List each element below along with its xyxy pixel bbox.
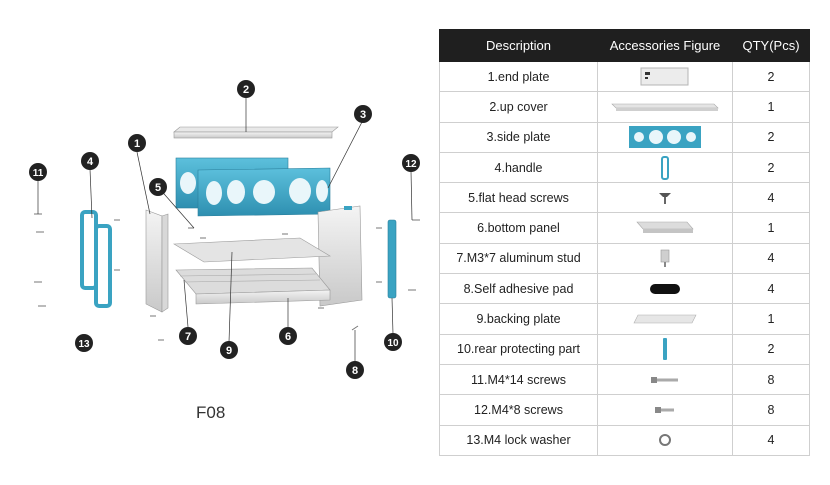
row-description: 8.Self adhesive pad — [439, 273, 598, 305]
row-qty: 1 — [732, 212, 810, 244]
table-header-row: Description Accessories Figure QTY(Pcs) — [439, 29, 810, 62]
end-plate-left-part — [145, 209, 169, 313]
callout-9: 9 — [220, 341, 238, 359]
m4-14-screw-icon — [651, 376, 678, 383]
rear-protector-icon — [663, 338, 667, 361]
row-description: 9.backing plate — [439, 303, 598, 335]
backing-plate-icon — [633, 314, 697, 324]
backing-plate-part — [172, 237, 332, 263]
aluminum-stud-icon — [660, 250, 670, 268]
table-row: 10.rear protecting part 2 — [439, 333, 810, 365]
handle-left-part — [80, 210, 112, 308]
m4-8-screw-icon — [655, 406, 674, 413]
row-qty: 4 — [732, 424, 810, 456]
bottom-panel-part — [175, 267, 331, 305]
row-description: 3.side plate — [439, 121, 598, 153]
callout-8: 8 — [346, 361, 364, 379]
header-figure: Accessories Figure — [597, 29, 733, 62]
rear-protector-right-part — [387, 219, 397, 299]
row-qty: 4 — [732, 242, 810, 275]
table-row: 13.M4 lock washer 4 — [439, 424, 810, 456]
table-row: 11.M4*14 screws 8 — [439, 363, 810, 396]
svg-text:5: 5 — [155, 182, 161, 194]
svg-text:12: 12 — [405, 159, 417, 170]
callout-13: 13 — [75, 334, 93, 352]
row-qty: 2 — [732, 151, 810, 184]
header-description: Description — [439, 29, 598, 62]
row-description: 12.M4*8 screws — [439, 394, 598, 426]
end-plate-icon — [640, 67, 689, 86]
callout-12: 12 — [402, 154, 420, 172]
svg-text:7: 7 — [185, 331, 191, 343]
row-description: 5.flat head screws — [439, 182, 598, 214]
row-qty: 2 — [732, 60, 810, 93]
svg-text:8: 8 — [352, 365, 358, 377]
callout-4: 4 — [81, 152, 99, 170]
up-cover-icon — [611, 103, 719, 111]
callout-3: 3 — [354, 105, 372, 123]
side-plate-front-part — [197, 167, 331, 217]
table-row: 8.Self adhesive pad 4 — [439, 273, 810, 305]
table-row: 2.up cover 1 — [439, 91, 810, 123]
header-qty: QTY(Pcs) — [732, 29, 810, 62]
model-label: F08 — [196, 403, 226, 422]
bottom-panel-icon — [636, 221, 694, 234]
svg-text:13: 13 — [78, 339, 90, 350]
table-row: 7.M3*7 aluminum stud 4 — [439, 242, 810, 275]
row-description: 4.handle — [439, 151, 598, 184]
row-qty: 8 — [732, 363, 810, 396]
adhesive-pad-icon — [650, 283, 680, 294]
row-description: 1.end plate — [439, 60, 598, 93]
svg-text:4: 4 — [87, 156, 94, 168]
row-description: 10.rear protecting part — [439, 333, 598, 365]
row-qty: 2 — [732, 121, 810, 153]
svg-text:1: 1 — [134, 138, 140, 150]
table-row: 12.M4*8 screws 8 — [439, 394, 810, 426]
table-row: 4.handle 2 — [439, 151, 810, 184]
row-description: 7.M3*7 aluminum stud — [439, 242, 598, 275]
callout-5: 5 — [149, 178, 167, 196]
table-row: 6.bottom panel 1 — [439, 212, 810, 244]
callout-10: 10 — [384, 333, 402, 351]
svg-text:10: 10 — [387, 338, 399, 349]
table-row: 9.backing plate 1 — [439, 303, 810, 335]
row-description: 13.M4 lock washer — [439, 424, 598, 456]
row-qty: 8 — [732, 394, 810, 426]
svg-text:6: 6 — [285, 331, 291, 343]
svg-text:3: 3 — [360, 109, 366, 121]
row-qty: 2 — [732, 333, 810, 365]
callout-11: 11 — [29, 163, 47, 181]
row-description: 2.up cover — [439, 91, 598, 123]
svg-text:9: 9 — [226, 345, 232, 357]
row-qty: 1 — [732, 303, 810, 335]
accessories-table: Description Accessories Figure QTY(Pcs) … — [439, 29, 810, 456]
callout-7: 7 — [179, 327, 197, 345]
up-cover-part — [173, 126, 339, 139]
exploded-diagram: 1 2 3 4 5 6 7 8 9 10 11 12 13 — [29, 80, 420, 379]
svg-text:11: 11 — [33, 168, 44, 179]
callout-6: 6 — [279, 327, 297, 345]
row-qty: 1 — [732, 91, 810, 123]
row-qty: 4 — [732, 273, 810, 305]
end-plate-right-part — [317, 205, 363, 307]
flat-head-screw-icon — [659, 192, 671, 204]
table-row: 3.side plate 2 — [439, 121, 810, 153]
leader-lines — [37, 98, 413, 362]
handle-icon — [661, 155, 669, 180]
table-row: 1.end plate 2 — [439, 60, 810, 93]
svg-text:2: 2 — [243, 84, 249, 96]
side-plate-icon — [629, 126, 701, 149]
callout-2: 2 — [237, 80, 255, 98]
table-row: 5.flat head screws 4 — [439, 182, 810, 214]
row-qty: 4 — [732, 182, 810, 214]
row-description: 11.M4*14 screws — [439, 363, 598, 396]
callout-1: 1 — [128, 134, 146, 152]
lock-washer-icon — [659, 434, 671, 447]
row-description: 6.bottom panel — [439, 212, 598, 244]
